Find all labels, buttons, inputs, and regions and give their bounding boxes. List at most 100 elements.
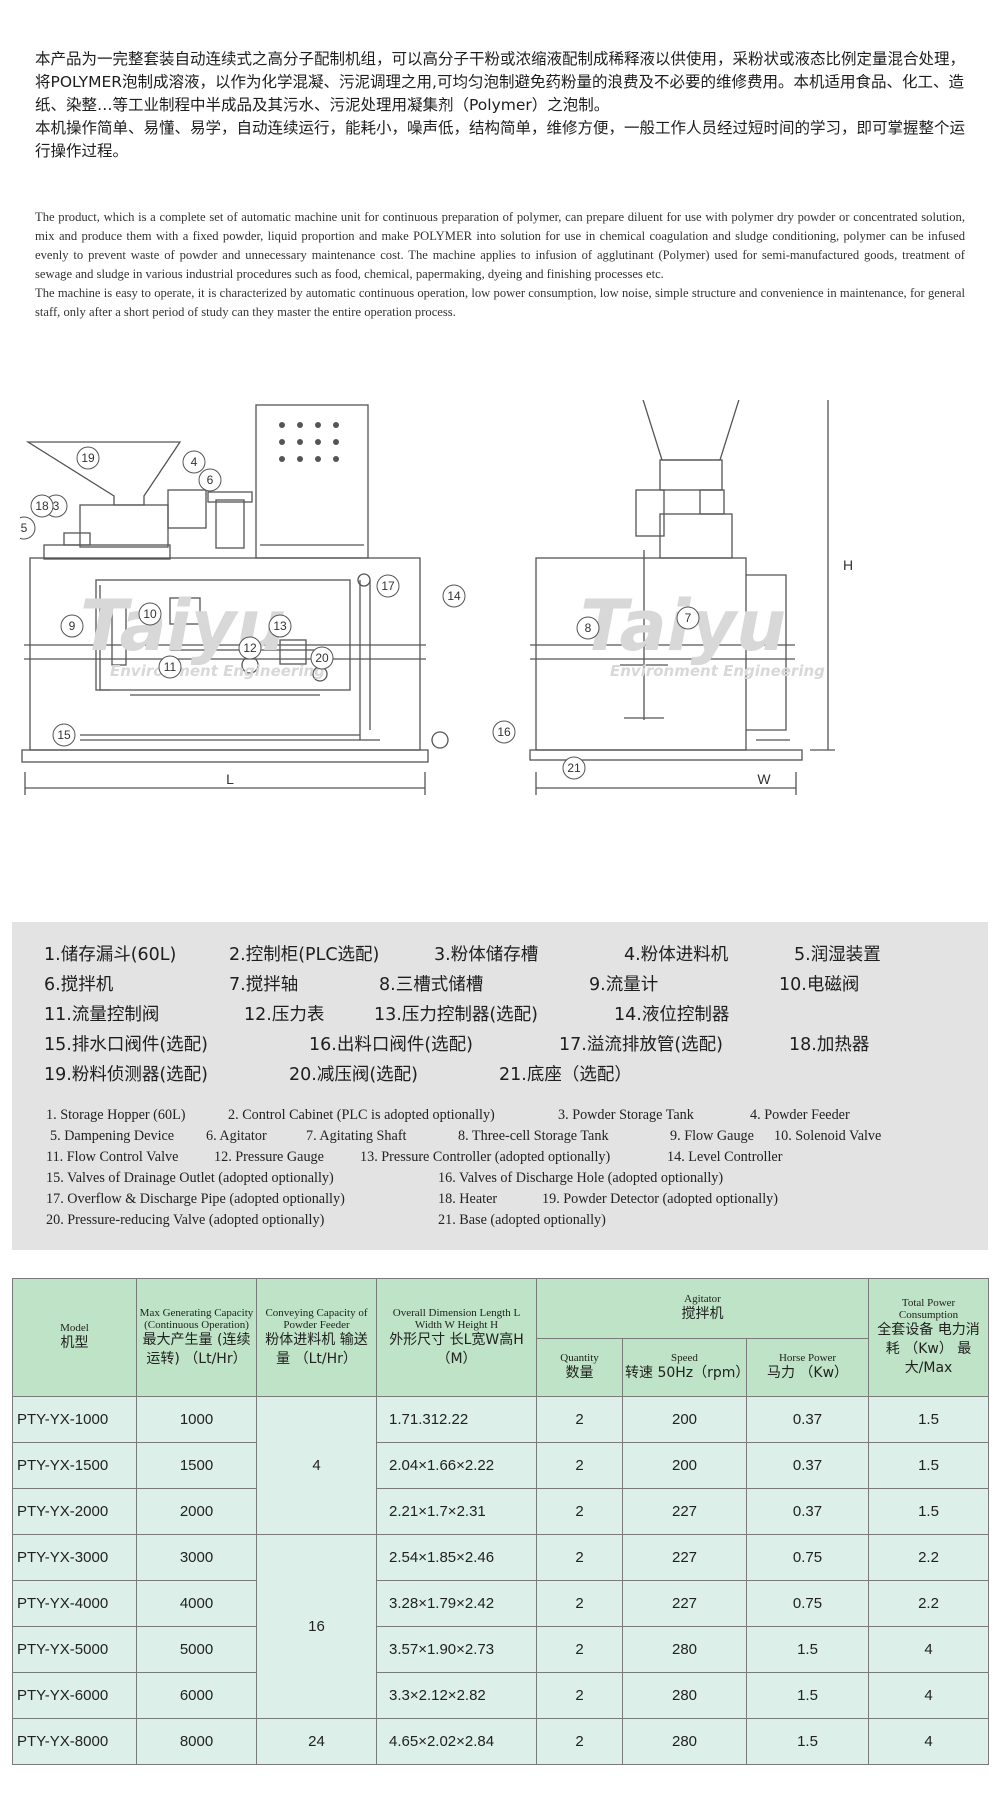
table-row: PTY-YX-4000 4000 3.28×1.79×2.42 2 227 0.… (12, 1580, 990, 1627)
cell-conveying-capacity: 24 (256, 1718, 377, 1765)
header-model: Model 机型 (12, 1278, 137, 1397)
watermark-tagline-front: Environment Engineering (110, 662, 325, 680)
cell-max-capacity: 6000 (136, 1672, 257, 1719)
intro-cn-paragraph-2: 本机操作简单、易懂、易学，自动连续运行，能耗小，噪声低，结构简单，维修方便，一般… (35, 119, 966, 160)
legend-cn-item: 10.电磁阀 (779, 974, 860, 995)
flow-gauge-shape (111, 604, 127, 666)
cell-model: PTY-YX-6000 (12, 1672, 137, 1719)
callout-21: 21 (567, 761, 581, 775)
callout-16: 16 (497, 725, 511, 739)
legend-en-item: 8. Three-cell Storage Tank (458, 1128, 609, 1144)
callout-4: 4 (191, 455, 198, 469)
table-row: PTY-YX-3000 3000 16 2.54×1.85×2.46 2 227… (12, 1534, 990, 1719)
dimension-label-length: L (226, 771, 234, 787)
legend-en-item: 14. Level Controller (667, 1149, 783, 1165)
cell-quantity: 2 (536, 1580, 623, 1627)
cell-total-power: 2.2 (868, 1534, 990, 1581)
legend-cn-item: 8.三槽式储槽 (379, 974, 484, 995)
callout-5: 5 (21, 521, 28, 535)
legend-en-row: 20. Pressure-reducing Valve (adopted opt… (46, 1210, 976, 1231)
side-base-shape (529, 749, 803, 761)
cell-model: PTY-YX-1000 (12, 1396, 137, 1443)
legend-cn-item: 4.粉体进料机 (624, 944, 729, 965)
cell-quantity: 2 (536, 1534, 623, 1581)
cell-horse-power: 0.37 (745, 1396, 870, 1443)
cell-total-power: 4 (868, 1718, 990, 1765)
cell-model: PTY-YX-2000 (12, 1488, 137, 1535)
legend-cn-item: 14.液位控制器 (614, 1004, 730, 1025)
watermark-tagline-side: Environment Engineering (610, 662, 825, 680)
legend-en-item: 2. Control Cabinet (PLC is adopted optio… (228, 1107, 495, 1123)
header-max-generating: Max Generating Capacity (Continuous Oper… (136, 1278, 257, 1397)
dimension-label-width: W (757, 771, 771, 787)
cell-total-power: 1.5 (868, 1396, 990, 1443)
legend-cn-item: 3.粉体储存槽 (434, 944, 539, 965)
cell-horse-power: 0.75 (745, 1534, 870, 1581)
callout-17: 17 (381, 579, 395, 593)
header-agitator: Agitator 搅拌机 (535, 1278, 870, 1339)
legend-en-item: 9. Flow Gauge (670, 1128, 754, 1144)
cell-total-power: 1.5 (868, 1488, 990, 1535)
legend-cn-item: 12.压力表 (244, 1004, 325, 1025)
cell-dimension: 3.57×1.90×2.73 (376, 1626, 537, 1673)
callout-18: 18 (35, 499, 49, 513)
callout-circles (20, 446, 700, 780)
callout-11: 11 (164, 660, 177, 674)
legend-cn-item: 21.底座（选配） (499, 1064, 632, 1085)
legend-en-item: 18. Heater (438, 1191, 498, 1207)
cell-total-power: 4 (868, 1672, 990, 1719)
table-row: PTY-YX-2000 2000 2.21×1.7×2.31 2 227 0.3… (12, 1488, 990, 1535)
intro-en-paragraph-1: The product, which is a complete set of … (35, 210, 965, 281)
cell-max-capacity: 8000 (136, 1718, 257, 1765)
cell-max-capacity: 2000 (136, 1488, 257, 1535)
table-row: PTY-YX-6000 6000 3.3×2.12×2.82 2 280 1.5… (12, 1672, 990, 1719)
legend-cn-item: 20.减压阀(选配) (289, 1064, 418, 1085)
legend-en-item: 3. Powder Storage Tank (558, 1107, 694, 1123)
callout-20: 20 (315, 651, 329, 665)
cell-total-power: 4 (868, 1626, 990, 1673)
powder-storage-tank-shape (79, 504, 169, 548)
cell-conveying-capacity: 4 (256, 1396, 377, 1535)
cell-quantity: 2 (536, 1442, 623, 1489)
cell-horse-power: 1.5 (745, 1626, 870, 1673)
legend-en-item: 20. Pressure-reducing Valve (adopted opt… (46, 1212, 325, 1228)
legend-en-item: 6. Agitator (206, 1128, 267, 1144)
callout-14: 14 (447, 589, 461, 603)
cell-quantity: 2 (536, 1672, 623, 1719)
legend-cn-item: 18.加热器 (789, 1034, 870, 1055)
intro-chinese: 本产品为一完整套装自动连续式之高分子配制机组，可以高分子干粉或浓缩液配制成稀释液… (35, 48, 965, 163)
legend-en-item: 15. Valves of Drainage Outlet (adopted o… (46, 1170, 334, 1186)
cell-speed: 227 (622, 1534, 747, 1581)
legend-cn-row: 6.搅拌机 7.搅拌轴 8.三槽式储槽 9.流量计 10.电磁阀 (44, 968, 974, 998)
legend-cn-item: 7.搅拌轴 (229, 974, 299, 995)
legend-english: 1. Storage Hopper (60L) 2. Control Cabin… (46, 1105, 976, 1231)
cell-speed: 280 (622, 1672, 747, 1719)
cell-conveying-capacity: 16 (256, 1534, 377, 1719)
legend-cn-row: 11.流量控制阀 12.压力表 13.压力控制器(选配) 14.液位控制器 (44, 998, 974, 1028)
callout-19: 19 (81, 451, 95, 465)
cell-horse-power: 0.75 (745, 1580, 870, 1627)
legend-cn-item: 11.流量控制阀 (44, 1004, 160, 1025)
header-speed: Speed 转速 50Hz（rpm） (622, 1338, 749, 1397)
cell-horse-power: 0.37 (745, 1442, 870, 1489)
callout-numbers: 1 2 3 4 5 6 7 8 9 10 11 12 13 14 15 16 1… (21, 451, 692, 775)
base-shape (21, 749, 429, 763)
legend-chinese: 1.储存漏斗(60L) 2.控制柜(PLC选配) 3.粉体储存槽 4.粉体进料机… (44, 938, 974, 1088)
cell-speed: 200 (622, 1396, 747, 1443)
legend-cn-item: 6.搅拌机 (44, 974, 114, 995)
cell-dimension: 1.71.312.22 (376, 1396, 537, 1443)
legend-cn-row: 19.粉料侦测器(选配) 20.减压阀(选配) 21.底座（选配） (44, 1058, 974, 1088)
cell-model: PTY-YX-1500 (12, 1442, 137, 1489)
cell-dimension: 3.3×2.12×2.82 (376, 1672, 537, 1719)
storage-hopper-shape (25, 441, 182, 506)
intro-en-paragraph-2: The machine is easy to operate, it is ch… (35, 286, 965, 319)
cell-dimension: 2.04×1.66×2.22 (376, 1442, 537, 1489)
cell-max-capacity: 4000 (136, 1580, 257, 1627)
legend-en-item: 21. Base (adopted optionally) (438, 1212, 606, 1228)
cell-max-capacity: 1500 (136, 1442, 257, 1489)
legend-cn-item: 1.储存漏斗(60L) (44, 944, 177, 965)
header-overall-dimension: Overall Dimension Length L Width W Heigh… (376, 1278, 537, 1397)
cell-speed: 280 (622, 1718, 747, 1765)
callout-12: 12 (243, 641, 257, 655)
callout-15: 15 (57, 728, 71, 742)
